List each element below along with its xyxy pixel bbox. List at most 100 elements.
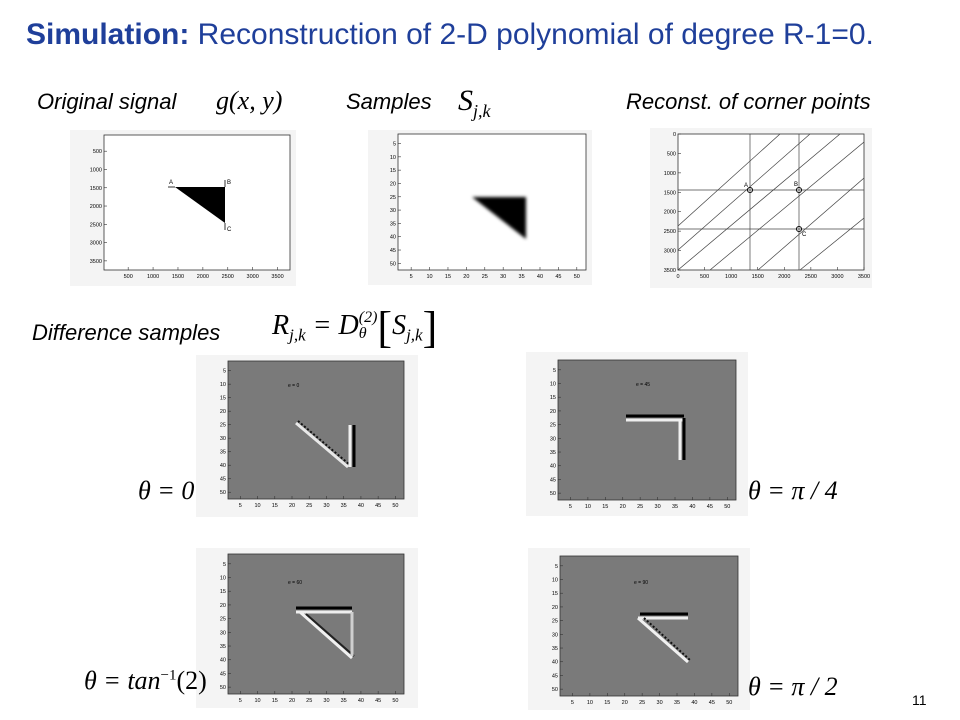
y-tick-label: 5 — [223, 562, 226, 568]
label-original-signal: Original signal — [37, 89, 177, 114]
y-tick-label: 10 — [220, 576, 226, 582]
eq-D-theta: θ — [358, 324, 367, 342]
x-tick-label: 50 — [392, 698, 398, 704]
point-label-A: A — [169, 180, 173, 186]
y-tick-label: 5 — [393, 142, 396, 148]
y-tick-label: 45 — [220, 477, 226, 483]
x-tick-label: 30 — [323, 503, 329, 509]
y-tick-label: 50 — [220, 490, 226, 496]
y-tick-label: 2000 — [90, 204, 102, 210]
theta-tan-text: θ = tan — [84, 666, 161, 695]
math-difference-equation: Rj,k = D(2)θ[Sj,k] — [272, 302, 437, 352]
angle-annotation: e = 60 — [288, 580, 302, 586]
y-tick-label: 15 — [220, 396, 226, 402]
eq-D-sup: (2) — [358, 308, 378, 326]
x-tick-label: 15 — [602, 504, 608, 510]
eq-R-sub: j,k — [289, 325, 306, 345]
edge-light — [295, 421, 349, 469]
y-tick-label: 30 — [552, 632, 558, 638]
label-difference-samples: Difference samples — [32, 320, 221, 345]
x-tick-label: 5 — [571, 700, 574, 706]
x-tick-label: 40 — [689, 504, 695, 510]
x-tick-label: 20 — [620, 504, 626, 510]
theta-tan-sup: −1 — [160, 667, 177, 684]
y-tick-label: 20 — [550, 409, 556, 415]
x-tick-label: 2500 — [805, 274, 817, 280]
point-label-B: B — [227, 180, 231, 186]
x-tick-label: 45 — [707, 504, 713, 510]
x-tick-label: 40 — [358, 698, 364, 704]
x-tick-label: 1500 — [752, 274, 764, 280]
y-tick-label: 15 — [552, 591, 558, 597]
x-tick-label: 5 — [569, 504, 572, 510]
y-tick-label: 0 — [673, 132, 676, 138]
math-g-xy: g(x, y) — [216, 86, 283, 115]
x-tick-label: 2000 — [197, 274, 209, 280]
x-tick-label: 25 — [482, 274, 488, 280]
x-tick-label: 15 — [604, 700, 610, 706]
theta-0-label: θ = 0 — [138, 476, 195, 505]
x-tick-label: 35 — [672, 504, 678, 510]
x-tick-label: 25 — [306, 698, 312, 704]
x-tick-label: 45 — [375, 698, 381, 704]
title-bold: Simulation: — [26, 18, 190, 51]
y-tick-label: 35 — [552, 646, 558, 652]
y-tick-label: 35 — [390, 221, 396, 227]
x-tick-label: 40 — [691, 700, 697, 706]
y-tick-label: 40 — [552, 660, 558, 666]
x-tick-label: 45 — [375, 503, 381, 509]
x-tick-label: 2500 — [222, 274, 234, 280]
x-tick-label: 1500 — [172, 274, 184, 280]
x-tick-label: 40 — [537, 274, 543, 280]
x-tick-label: 15 — [272, 503, 278, 509]
y-tick-label: 30 — [220, 436, 226, 442]
angle-annotation: e = 90 — [634, 580, 648, 586]
x-tick-label: 25 — [306, 503, 312, 509]
y-tick-label: 500 — [667, 151, 676, 157]
y-tick-label: 50 — [550, 491, 556, 497]
x-tick-label: 15 — [272, 698, 278, 704]
y-tick-label: 40 — [390, 235, 396, 241]
x-tick-label: 1000 — [147, 274, 159, 280]
y-tick-label: 2000 — [664, 210, 676, 216]
y-tick-label: 35 — [550, 450, 556, 456]
point-label-A: A — [744, 183, 748, 189]
eq-bracket-right: ] — [422, 303, 438, 352]
x-tick-label: 1000 — [725, 274, 737, 280]
x-tick-label: 3000 — [831, 274, 843, 280]
y-tick-label: 45 — [390, 248, 396, 254]
y-tick-label: 25 — [550, 423, 556, 429]
x-tick-label: 3500 — [858, 274, 870, 280]
y-tick-label: 45 — [220, 671, 226, 677]
x-tick-label: 50 — [726, 700, 732, 706]
x-tick-label: 500 — [700, 274, 709, 280]
edge-diagonal-light — [299, 610, 353, 660]
y-tick-label: 1500 — [90, 186, 102, 192]
edge-diagonal-light — [637, 616, 689, 664]
x-tick-label: 20 — [289, 503, 295, 509]
y-tick-label: 2500 — [90, 222, 102, 228]
y-tick-label: 50 — [220, 685, 226, 691]
y-tick-label: 1500 — [664, 190, 676, 196]
theta-pi4-label: θ = π / 4 — [748, 476, 838, 505]
x-tick-label: 3500 — [271, 274, 283, 280]
x-tick-label: 20 — [463, 274, 469, 280]
x-tick-label: 20 — [622, 700, 628, 706]
point-label-C: C — [227, 227, 232, 233]
corner-point-B — [795, 186, 803, 194]
x-tick-label: 10 — [254, 503, 260, 509]
y-tick-label: 5 — [555, 564, 558, 570]
theta-tan-arg: (2) — [176, 666, 207, 695]
y-tick-label: 25 — [220, 617, 226, 623]
x-tick-label: 30 — [657, 700, 663, 706]
x-tick-label: 10 — [254, 698, 260, 704]
x-tick-label: 35 — [341, 503, 347, 509]
x-tick-label: 0 — [676, 274, 679, 280]
eq-R: R — [272, 309, 290, 341]
x-tick-label: 30 — [323, 698, 329, 704]
theta-pi2-label: θ = π / 2 — [748, 672, 838, 701]
y-tick-label: 15 — [220, 589, 226, 595]
